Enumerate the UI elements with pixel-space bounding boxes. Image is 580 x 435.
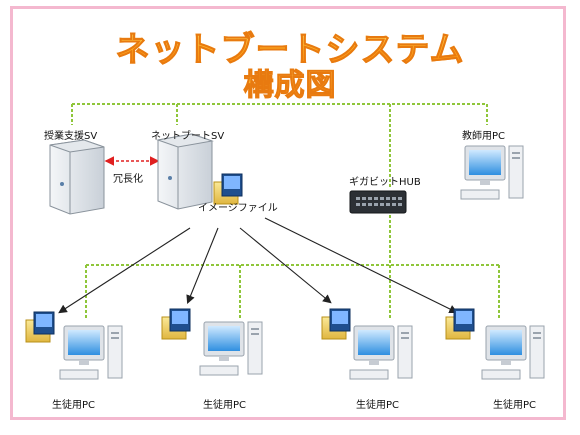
student-pc-label: 生徒用PC [52,400,96,411]
student-pc-label: 生徒用PC [493,400,537,411]
title-line-1: ネットブートシステム [0,22,580,71]
image-file-icon [25,311,55,343]
server-netboot-icon [156,133,214,210]
network-lines [71,103,500,318]
teacher-pc-icon [460,145,524,200]
image-file-icon [321,308,351,340]
student-pc-label: 生徒用PC [356,400,400,411]
student-pc-icon [59,325,123,380]
teacher-pc-label: 教師用PC [462,131,506,142]
server-support-label: 授業支援SV [44,131,98,142]
server-support-icon [49,139,105,215]
distribution-arrows [58,217,458,314]
student-pc-icon [481,325,545,380]
student-pc-icon [349,325,413,380]
redundancy-label: 冗長化 [113,174,143,185]
image-file-label: イメージファイル [198,203,278,214]
image-file-icon [445,308,475,340]
hub-label: ギガビットHUB [349,177,421,188]
student-pc-label: 生徒用PC [203,400,247,411]
gigabit-hub-icon [349,190,407,214]
title-line-2: 構成図 [0,60,580,104]
server-netboot-label: ネットブートSV [151,131,225,142]
image-file-icon [161,308,191,340]
student-pc-icon [199,321,263,376]
